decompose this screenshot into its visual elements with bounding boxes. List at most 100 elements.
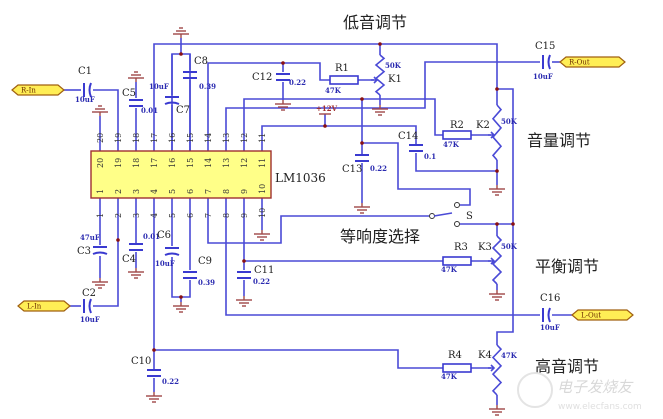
pin-number: 15 — [186, 133, 195, 143]
switch-contact-a — [454, 202, 460, 208]
port-l-in — [17, 300, 71, 312]
balance-control-label: 平衡调节 — [535, 257, 599, 276]
ground-icon — [489, 185, 505, 196]
pin-number: 8 — [222, 213, 231, 218]
pin-number-inner: 18 — [132, 158, 141, 168]
capacitor-c1 — [83, 82, 92, 98]
component-value-k4: 47K — [501, 351, 518, 360]
component-value-c1: 10uF — [75, 95, 95, 104]
component-value-r2: 47K — [443, 140, 460, 149]
junction-dot — [323, 124, 327, 128]
supply-label: +12V — [316, 104, 338, 113]
switch-contact-b — [454, 221, 460, 227]
component-value-c13: 0.22 — [370, 164, 387, 173]
ground-icon — [146, 392, 162, 403]
ground-icon — [236, 296, 252, 307]
junction-dot — [179, 295, 183, 299]
component-label-c7: C7 — [176, 105, 190, 116]
capacitor-c14 — [409, 144, 423, 152]
watermark-logo: 电子发烧友 www.elecfans.com — [517, 372, 642, 412]
component-label-k4: K4 — [478, 350, 492, 361]
junction-dot — [495, 169, 499, 173]
wire — [415, 153, 498, 185]
junction-dot — [116, 238, 120, 242]
wire — [261, 125, 417, 151]
capacitor-c10 — [147, 369, 161, 377]
ground-icon — [128, 71, 144, 82]
pin-number-inner: 3 — [132, 189, 141, 194]
bass-control-label: 低音调节 — [343, 13, 407, 32]
pin-number: 14 — [204, 133, 213, 143]
component-label-c3: C3 — [77, 246, 91, 257]
pin-number-inner: 8 — [222, 189, 231, 194]
component-value-c9: 0.39 — [198, 278, 215, 287]
pin-number: 13 — [222, 133, 231, 143]
junction-dot — [242, 259, 246, 263]
pin-number: 11 — [258, 133, 267, 143]
component-value-c5: 0.01 — [141, 106, 158, 115]
component-value-r3: 47K — [441, 265, 458, 274]
pin-number: 18 — [132, 133, 141, 143]
junction-dot — [179, 52, 183, 56]
component-value-r1: 47K — [325, 86, 342, 95]
component-label-c6: C6 — [157, 230, 171, 241]
port-r-out-label: R-Out — [569, 59, 590, 67]
junction-dot — [360, 141, 364, 145]
ground-icon — [372, 105, 388, 116]
resistor-r4 — [442, 363, 472, 373]
ground-icon — [354, 203, 370, 214]
volume-control-label: 音量调节 — [527, 131, 591, 150]
port-l-out — [571, 309, 634, 321]
capacitor-c9 — [183, 271, 197, 279]
pin-number: 19 — [114, 133, 123, 143]
wire — [362, 142, 471, 206]
ground-icon — [173, 302, 189, 313]
ic-body — [90, 150, 272, 199]
pin-number-inner: 16 — [168, 158, 177, 168]
ground-icon — [92, 105, 108, 116]
capacitor-c3 — [92, 246, 108, 255]
capacitor-plate-curved — [164, 101, 180, 105]
resistor-r2 — [442, 130, 472, 140]
wire — [225, 198, 540, 316]
junction-dot — [495, 222, 499, 226]
pin-number: 6 — [186, 213, 195, 218]
pin-number-inner: 10 — [258, 184, 267, 194]
pin-number: 9 — [240, 213, 249, 218]
component-label-c2: C2 — [82, 288, 96, 299]
pin-number-inner: 4 — [150, 189, 159, 194]
component-label-r4: R4 — [448, 350, 462, 361]
component-label-c14: C14 — [398, 131, 418, 142]
component-label-k2: K2 — [476, 120, 490, 131]
component-value-r4: 47K — [441, 372, 458, 381]
switch-blade — [433, 212, 453, 217]
capacitor-plate-curved — [88, 298, 92, 314]
component-value-c8: 0.39 — [199, 82, 216, 91]
component-label-c1: C1 — [78, 66, 92, 77]
pin-number-inner: 13 — [222, 158, 231, 168]
component-label-r3: R3 — [454, 242, 468, 253]
junction-dot — [360, 97, 364, 101]
pin-number-inner: 11 — [258, 158, 267, 168]
pin-number-inner: 5 — [168, 189, 177, 194]
watermark-url: www.elecfans.com — [558, 402, 642, 412]
potentiometer-k1 — [374, 54, 386, 96]
wire — [154, 349, 443, 369]
component-label-c16: C16 — [540, 293, 560, 304]
component-value-c12: 0.22 — [289, 78, 306, 87]
treble-control-label: 高音调节 — [535, 357, 599, 376]
component-value-c14: 0.1 — [424, 152, 436, 161]
wire — [225, 61, 540, 151]
component-value-c4: 0.01 — [143, 232, 160, 241]
ground-icon — [173, 27, 189, 38]
pin-number-inner: 9 — [240, 189, 249, 194]
resistor-r1 — [329, 75, 359, 85]
capacitor-plate-curved — [547, 54, 551, 70]
component-label-c4: C4 — [122, 254, 136, 265]
component-value-c6: 10uF — [155, 259, 175, 268]
capacitor-c5 — [129, 99, 143, 107]
wiper-arrow-icon — [488, 131, 496, 139]
component-label-c5: C5 — [122, 88, 136, 99]
pin-number-inner: 6 — [186, 189, 195, 194]
